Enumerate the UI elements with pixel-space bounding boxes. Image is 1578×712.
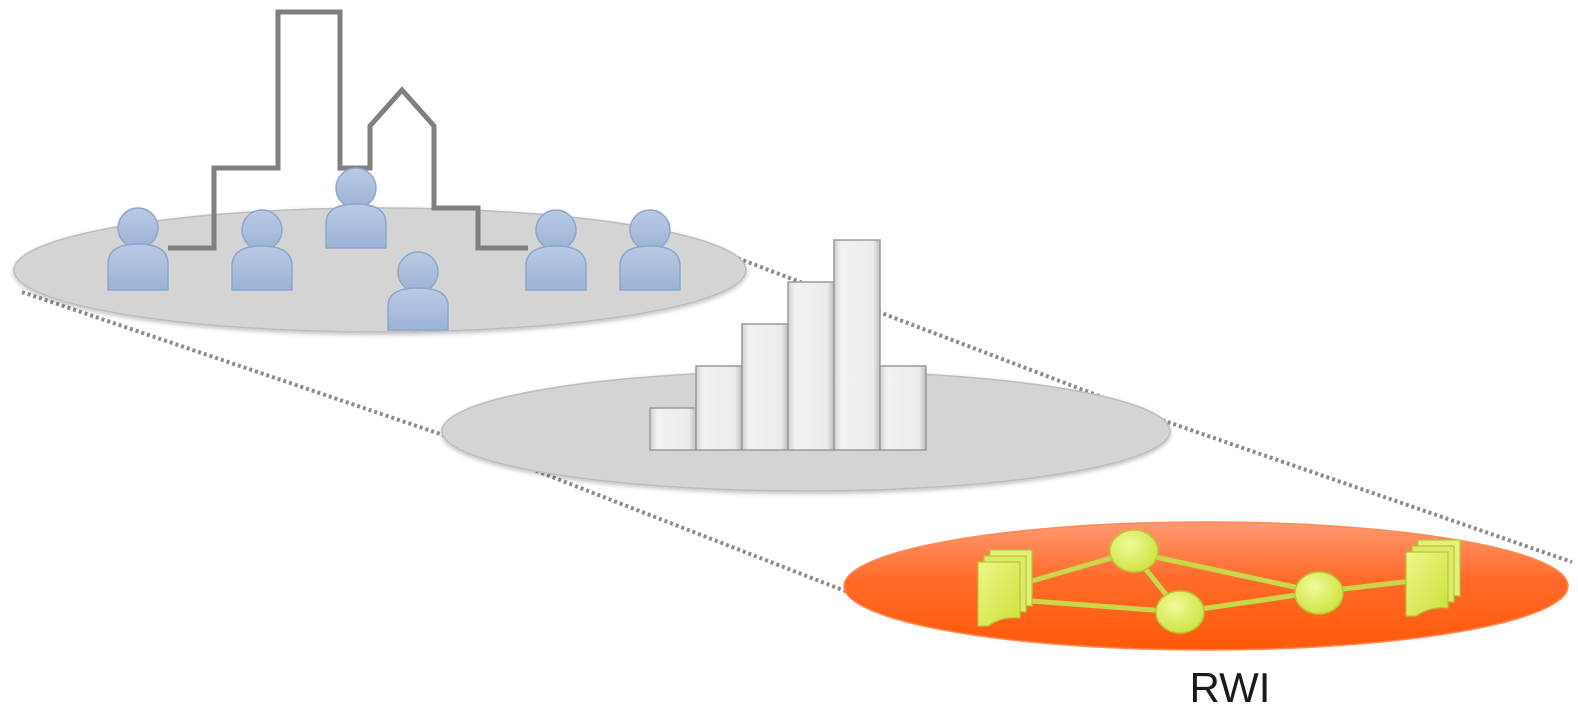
- histogram-icon: [649, 239, 927, 451]
- person-icon: [325, 167, 387, 249]
- histogram-bar: [649, 407, 697, 451]
- statistics-layer: [441, 239, 1171, 492]
- people-group: [107, 167, 681, 331]
- person-icon: [107, 207, 169, 291]
- network-node: [1294, 571, 1344, 615]
- person-icon: [619, 209, 681, 291]
- person-icon: [387, 251, 449, 331]
- person-icon: [231, 209, 293, 291]
- person-icon: [525, 209, 587, 291]
- projection-line-left-upper: [21, 290, 453, 440]
- city-population-layer: [13, 9, 747, 333]
- histogram-bar: [879, 365, 927, 451]
- projection-line-right-lower: [1161, 418, 1573, 564]
- network-node: [1155, 590, 1205, 634]
- histogram-bar: [741, 323, 789, 451]
- document-stack-icon: [977, 549, 1033, 627]
- city-skyline-icon: [168, 9, 528, 251]
- document-stack-icon: [1405, 539, 1461, 617]
- histogram-bar: [787, 281, 835, 451]
- rwi-label: RWI: [1189, 664, 1271, 711]
- histogram-bar: [695, 365, 743, 451]
- rwi-network-layer: [843, 521, 1569, 651]
- network-nodes: [1109, 529, 1344, 634]
- projection-line-right-upper: [731, 254, 1163, 422]
- histogram-bar: [833, 239, 881, 451]
- network-node: [1109, 529, 1159, 573]
